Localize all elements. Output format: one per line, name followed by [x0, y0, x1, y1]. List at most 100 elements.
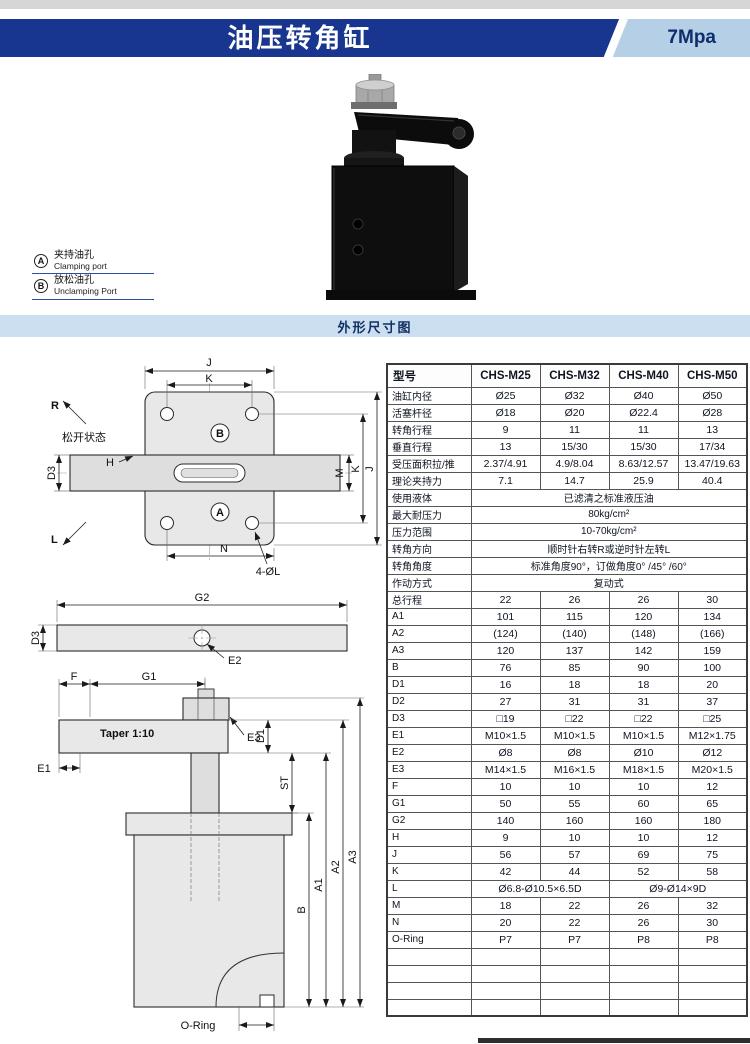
model-col-header: CHS-M32: [539, 363, 610, 388]
spec-value: 57: [539, 845, 610, 864]
fig3-dim-a1: A1: [313, 753, 329, 1007]
spec-value-span: 80kg/cm²: [470, 505, 748, 524]
row-label: 总行程: [386, 590, 472, 609]
row-label: H: [386, 828, 472, 847]
dim-label-d1: D1: [255, 729, 267, 743]
spec-value: 18: [608, 675, 679, 694]
table-row: 作动方式复动式: [386, 573, 748, 592]
spec-value: 20: [470, 913, 541, 932]
callout-e2-label: E2: [228, 655, 241, 667]
spec-value: 120: [470, 641, 541, 660]
body-front: [331, 165, 455, 293]
pressure-rating: 7Mpa: [667, 27, 716, 48]
port-hole-2: [352, 244, 364, 256]
spec-value: 115: [539, 607, 610, 626]
legend-b-cn: 放松油孔: [54, 275, 94, 287]
spec-value: 17/34: [677, 437, 748, 456]
state-label: 松开状态: [62, 430, 106, 444]
oring-label: O-Ring: [181, 1020, 216, 1032]
spec-value: 20: [677, 675, 748, 694]
section-banner: 外形尺寸图: [0, 315, 750, 337]
fig3-dim-b: B: [296, 813, 312, 1007]
dim-label-f: F: [71, 671, 78, 683]
model-col-header: CHS-M25: [470, 363, 541, 388]
fig1-dim-d3: D3: [46, 454, 70, 492]
dim-label-d3-2: D3: [30, 631, 42, 645]
spec-value: 15/30: [539, 437, 610, 456]
spec-value: P8: [608, 930, 679, 949]
spec-value: P7: [539, 930, 610, 949]
dim-label-h: H: [106, 457, 114, 469]
table-row: D3□19□22□22□25: [386, 709, 748, 728]
dimension-drawing: B A J K M K J: [30, 357, 382, 1032]
row-label: G1: [386, 794, 472, 813]
washer: [351, 102, 397, 109]
row-label: M: [386, 896, 472, 915]
legend-a-cn: 夹持油孔: [54, 250, 94, 261]
spec-value: 75: [677, 845, 748, 864]
dim-label-st: ST: [279, 776, 291, 790]
spec-value: [608, 998, 679, 1017]
row-label: K: [386, 862, 472, 881]
fig3-dim-d1: D1: [228, 719, 349, 754]
port-b-letter: B: [216, 428, 224, 440]
spec-value: 31: [608, 692, 679, 711]
nut-side: [182, 697, 230, 721]
spec-value: [539, 947, 610, 966]
spec-value: [470, 981, 541, 1000]
dim-label-a2: A2: [330, 860, 342, 873]
dim-label-k: K: [205, 373, 213, 385]
spec-value: 4.9/8.04: [539, 454, 610, 473]
dim-label-k2: K: [350, 465, 362, 473]
spec-value-span: 标准角度90°，订做角度0° /45° /60°: [470, 556, 748, 575]
fig3-dim-oring: O-Ring: [181, 1007, 275, 1032]
spec-value: M12×1.75: [677, 726, 748, 745]
arm-side: [58, 719, 229, 754]
spec-value: P7: [470, 930, 541, 949]
row-label: G2: [386, 811, 472, 830]
fig1-dim-j: J: [144, 357, 275, 389]
spec-value: 9: [470, 828, 541, 847]
spec-value: 65: [677, 794, 748, 813]
fig3-front-view: F G1 Taper 1:10 E3 D1 ST: [37, 671, 364, 1032]
dim-label-e1: E1: [37, 763, 50, 775]
spec-value: 13: [470, 437, 541, 456]
spec-value: [470, 964, 541, 983]
page-title: 油压转角缸: [227, 23, 373, 53]
spec-value: 10: [608, 828, 679, 847]
spec-value: Ø50: [677, 386, 748, 405]
bolt-hole: [160, 516, 174, 530]
spec-value: 30: [677, 913, 748, 932]
row-label: L: [386, 879, 472, 898]
spec-value: Ø32: [539, 386, 610, 405]
fig1-rotation-l: L: [51, 521, 87, 546]
spec-value: 60: [608, 794, 679, 813]
spec-value: M10×1.5: [608, 726, 679, 745]
body-base: [326, 290, 476, 300]
spec-value: 58: [677, 862, 748, 881]
spec-value: 26: [539, 590, 610, 609]
spec-value: 13.47/19.63: [677, 454, 748, 473]
row-label: 垂直行程: [386, 437, 472, 456]
spec-value-span: 复动式: [470, 573, 748, 592]
spec-value: 69: [608, 845, 679, 864]
taper-label: Taper 1:10: [100, 728, 154, 740]
spec-value: 11: [608, 420, 679, 439]
row-label: D2: [386, 692, 472, 711]
spec-value: 9: [470, 420, 541, 439]
row-label: F: [386, 777, 472, 796]
callout-e3-label: E3: [247, 732, 260, 744]
spec-value: 159: [677, 641, 748, 660]
table-row: [386, 981, 748, 1000]
